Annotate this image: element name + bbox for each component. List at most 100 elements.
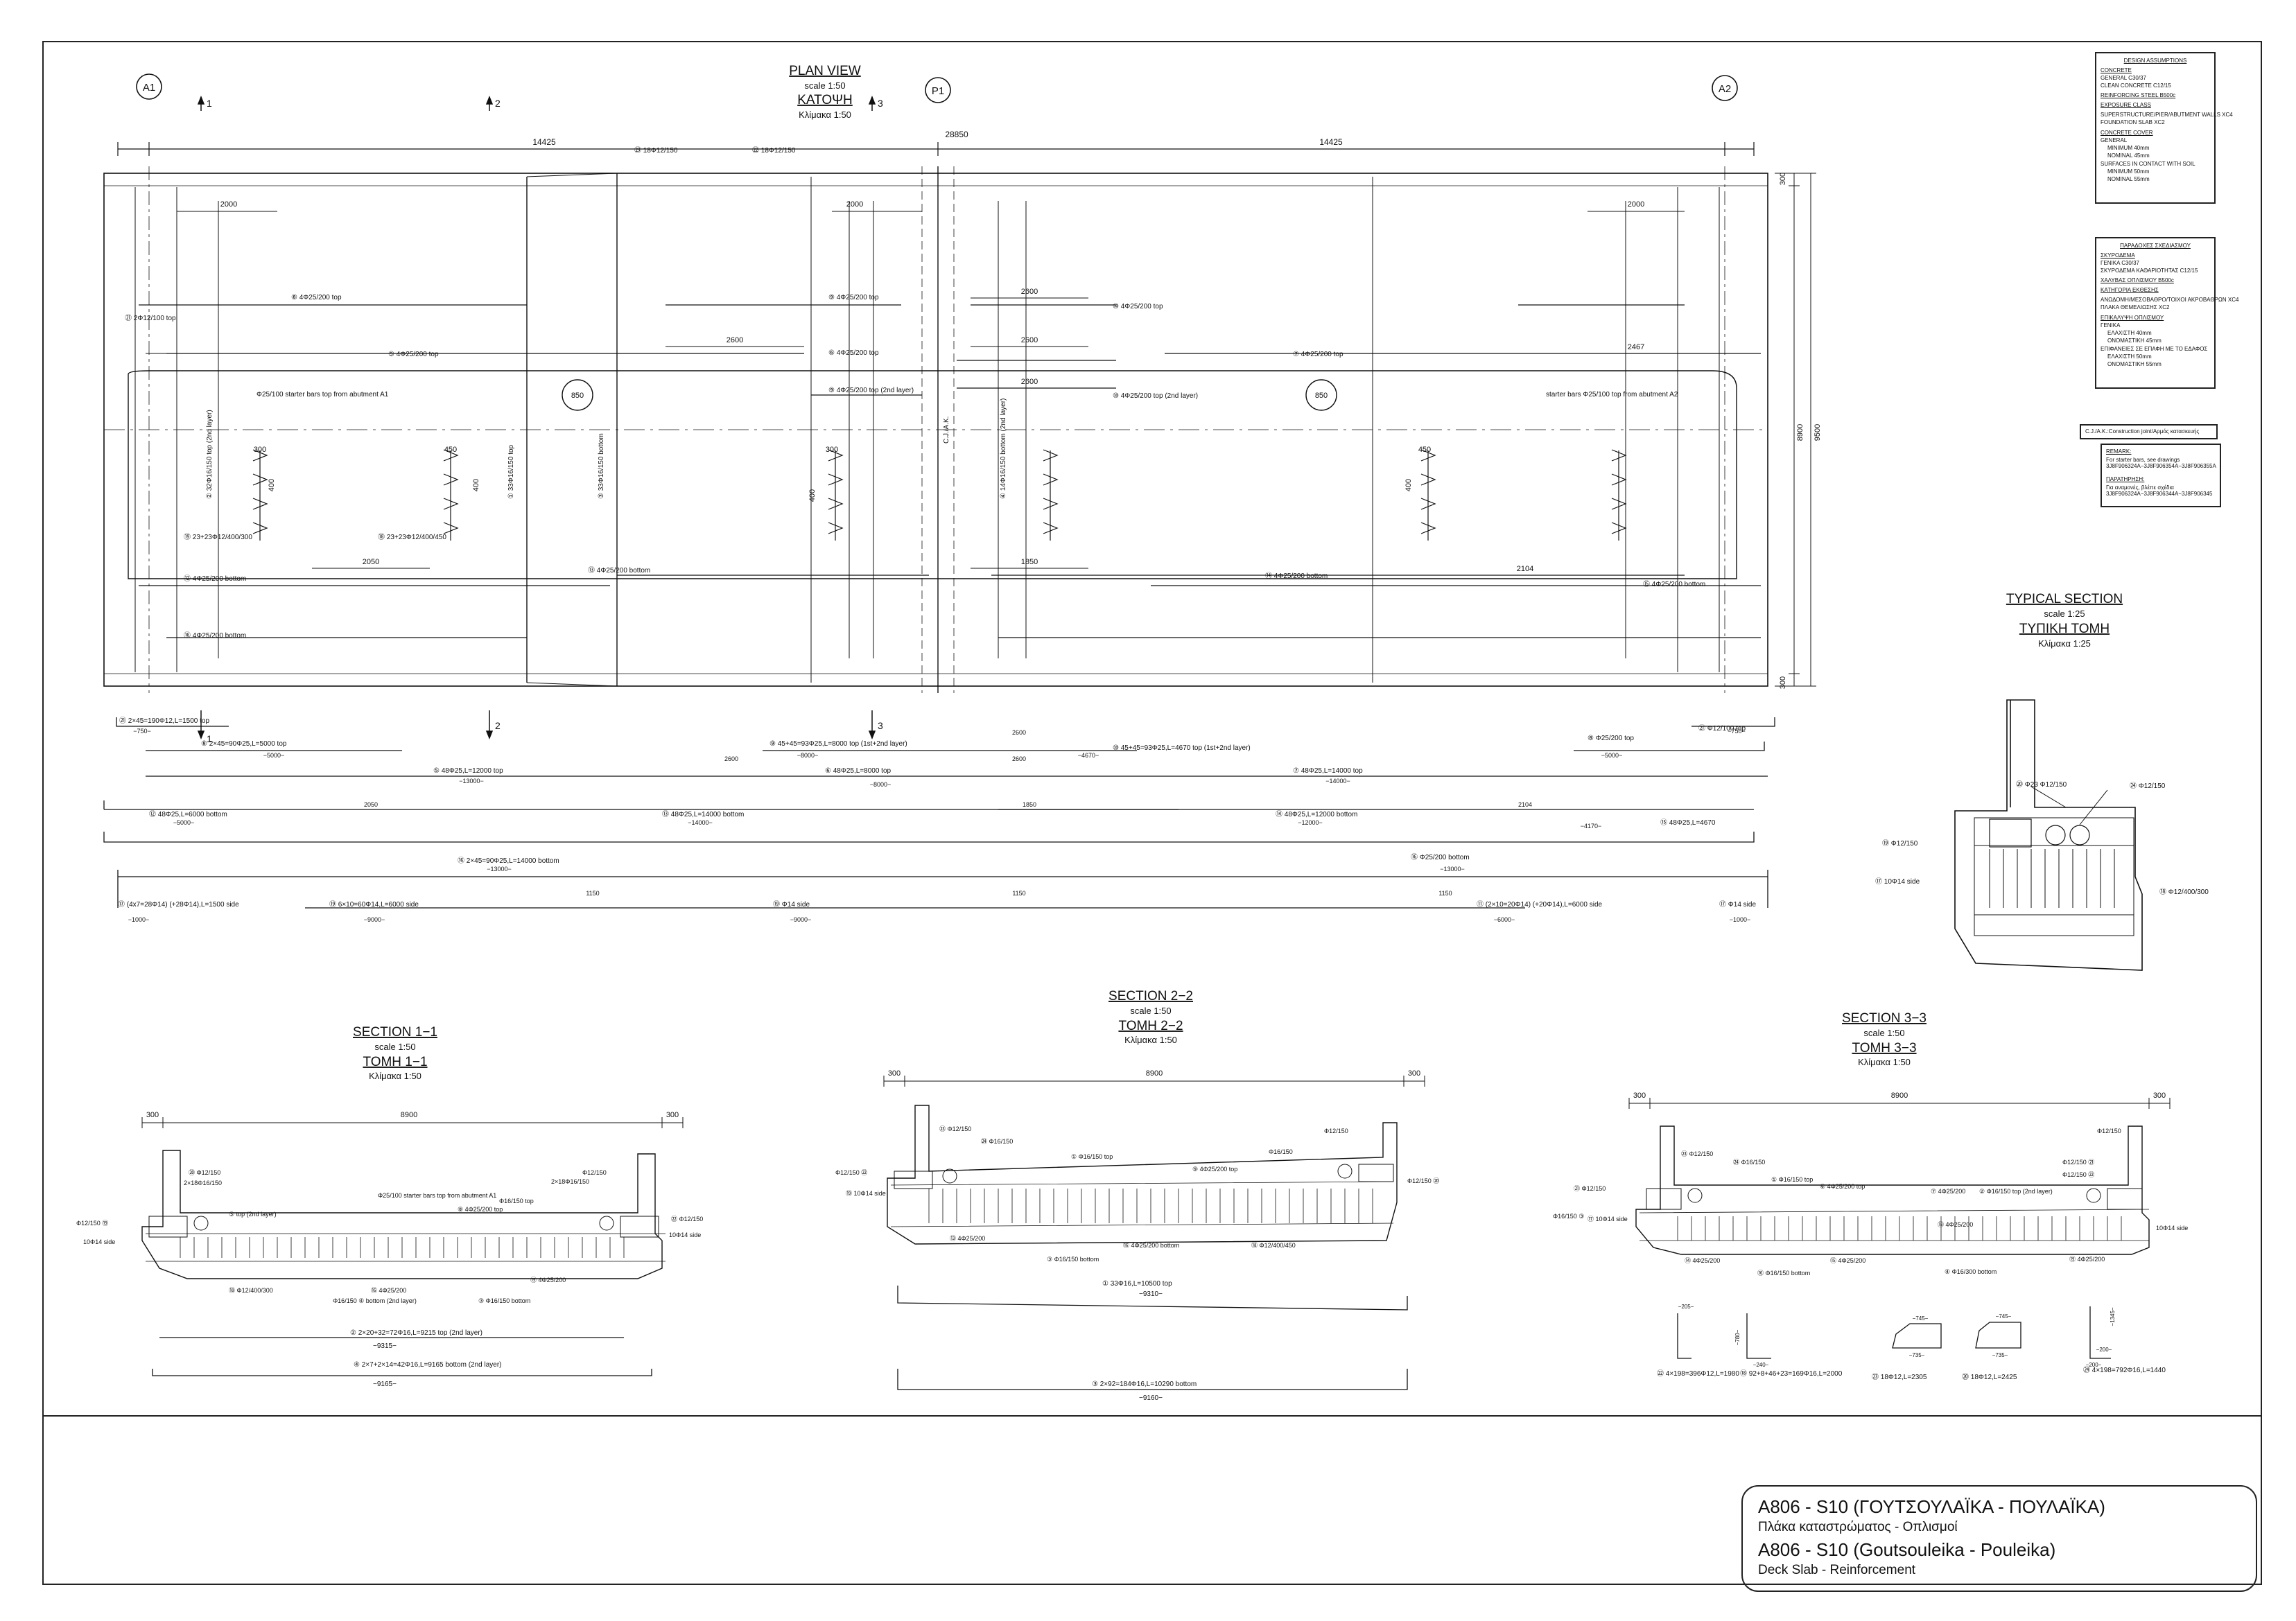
sec3-bar-18: ⑱ 92+8+46+23=169Φ16,L=2000	[1740, 1369, 1843, 1378]
title-line-4: Deck Slab - Reinforcement	[1758, 1563, 1916, 1577]
sec3-dim-span: 8900	[1891, 1092, 1908, 1100]
sec3-label-2: ① Φ16/150 top	[1771, 1176, 1813, 1183]
title-line-2: Πλάκα καταστρώματος - Οπλισμοί	[1758, 1520, 1958, 1534]
dim-width: 8900	[1796, 424, 1804, 441]
sec2-label-8: ⑲ 10Φ14 side	[846, 1190, 886, 1197]
sec1-label-16: ⑮ 4Φ25/200	[530, 1277, 566, 1283]
sched-11: ⑪ (2×10=20Φ14) (+20Φ14),L=6000 side	[1477, 900, 1603, 909]
sec3-label-16: ④ Φ16/300 bottom	[1945, 1268, 1997, 1275]
sec1-bar-4: ④ 2×7+2×14=42Φ16,L=9165 bottom (2nd laye…	[354, 1361, 502, 1369]
sd-16: −9000−	[364, 916, 385, 923]
schedule-dims: −750− −5000− −8000− −4670− −13000− −8000…	[128, 728, 1751, 923]
dim-2104: 2104	[1517, 565, 1533, 573]
sec1-label-4: ⑧ 4Φ25/200 top	[458, 1206, 503, 1213]
sec2-label-3: ⑨ 4Φ25/200 top	[1192, 1166, 1237, 1173]
sd-5: −8000−	[870, 781, 892, 788]
dim-400-a: 400	[268, 479, 276, 491]
da-row-8: GENERAL	[2101, 137, 2128, 143]
sec3-label-5: ② Φ16/150 top (2nd layer)	[1979, 1188, 2053, 1195]
label-bar-21: ㉑ 2Φ12/100 top	[125, 314, 176, 322]
sec1-label-0: ⑳ Φ12/150	[189, 1169, 220, 1176]
sec3-label-18: ⑲ 4Φ25/200	[2069, 1256, 2105, 1263]
sd-19: −1000−	[1730, 916, 1751, 923]
sec2-label-0: ㉓ Φ12/150	[939, 1125, 971, 1132]
sec1-label-5: Φ16/150 top	[499, 1198, 534, 1204]
sec2-label-5: Φ12/150	[1324, 1128, 1348, 1134]
typical-title-gr: ΤΥΠΙΚΗ ΤΟΜΗ	[2019, 622, 2110, 636]
sec2-scale: scale 1:50	[1130, 1006, 1171, 1016]
sec3-label-13: ⑭ 4Φ25/200	[1685, 1257, 1720, 1264]
sd-9: −5000−	[173, 819, 195, 826]
label-bar-13-bottom: ⑬ 4Φ25/200 bottom	[588, 566, 650, 575]
sec3-bar-dim-6: −735−	[1992, 1352, 2008, 1358]
sec3-bar-dim-7: −200−	[2096, 1347, 2112, 1353]
sec3-bar-shapes	[1677, 1306, 2111, 1359]
dim-2000-b: 2000	[846, 200, 863, 209]
sec2-title: SECTION 2−2	[1108, 989, 1193, 1004]
sec1-label-6: 2×18Φ16/150	[551, 1178, 589, 1185]
ga-title: ΠΑΡΑΔΟΧΕΣ ΣΧΕΔΙΑΣΜΟΥ	[2120, 243, 2191, 249]
cut-mark-1-top: 1	[207, 98, 212, 109]
dim-400-c: 400	[808, 489, 817, 502]
dim-edge-top: 300	[1779, 173, 1787, 185]
sec3-bar-24: ㉔ 4×198=792Φ16,L=1440	[2083, 1366, 2166, 1374]
sec3-label-15: ⑮ 4Φ25/200	[1830, 1257, 1866, 1264]
remarks-box: REMARK: For starter bars, see drawings 3…	[2101, 444, 2221, 507]
label-bar-2: ② 32Φ16/150 top (2nd layer)	[206, 410, 214, 499]
typical-label-20-23: ⑳ Φ23 Φ12/150	[2016, 780, 2067, 789]
sec1-label-7: Φ12/150	[582, 1169, 607, 1176]
da-row-5: SUPERSTRUCTURE/PIER/ABUTMENT WALLS XC4	[2101, 112, 2233, 118]
sec3-bar-20: ⑳ 18Φ12,L=2425	[1962, 1373, 2017, 1381]
typical-label-19: ⑲ Φ12/150	[1882, 839, 1918, 848]
sched-9: ⑨ 45+45=93Φ25,L=8000 top (1st+2nd layer)	[769, 740, 907, 748]
label-bar-1: ① 33Φ16/150 top	[507, 444, 515, 499]
da-row-10: NOMINAL 45mm	[2107, 152, 2150, 159]
sec3-label-10: ⑰ 10Φ14 side	[1588, 1216, 1628, 1223]
da-row-9: MINIMUM 40mm	[2107, 145, 2150, 151]
label-starter-a2: starter bars Φ25/100 top from abutment A…	[1546, 391, 1678, 398]
sched-17: ⑰ (4x7=28Φ14) (+28Φ14),L=1500 side	[118, 900, 239, 909]
label-bar-12-bottom: ⑫ 4Φ25/200 bottom	[184, 575, 246, 583]
typical-scale-gr: Κλίμακα 1:25	[2038, 638, 2091, 649]
sec1-scale-gr: Κλίμακα 1:50	[369, 1071, 421, 1081]
label-bar-8-top: ⑧ 4Φ25/200 top	[291, 294, 342, 301]
sd-17: −9000−	[790, 916, 812, 923]
sec1-label-15: ③ Φ16/150 bottom	[478, 1297, 530, 1304]
plan-bar-lines-vertical	[134, 187, 1720, 672]
typical-scale: scale 1:25	[2044, 608, 2085, 619]
dim-1850: 1850	[1021, 558, 1038, 566]
sd-18: −6000−	[1494, 916, 1515, 923]
ga-row-1: ΓΕΝΙΚΑ C30/37	[2101, 260, 2139, 266]
sec2-label-7: Φ12/150 ⑳	[1407, 1177, 1439, 1184]
sec2-label-11: ⑯ 4Φ25/200 bottom	[1123, 1242, 1179, 1249]
sec2-dim-left: 300	[888, 1069, 901, 1078]
sec3-bar-dim-2: −240−	[1753, 1362, 1769, 1368]
typical-label-24: ㉔ Φ12/150	[2130, 782, 2166, 790]
label-bar-10-top: ⑩ 4Φ25/200 top	[1113, 303, 1163, 310]
sec1-label-10: 10Φ14 side	[83, 1238, 115, 1245]
sec3-bar-dim-3: −745−	[1913, 1315, 1929, 1322]
plan-view: PLAN VIEW scale 1:50 ΚΑΤΟΨΗ Κλίμακα 1:50…	[103, 64, 1822, 744]
da-row-6: FOUNDATION SLAB XC2	[2101, 119, 2165, 125]
sec2-scale-gr: Κλίμακα 1:50	[1124, 1035, 1177, 1045]
sd-24: 1850	[1023, 801, 1036, 808]
sec1-dim-line	[141, 1117, 684, 1128]
ga-row-7: ΕΠΙΚΑΛΥΨΗ ΟΠΛΙΣΜΟΥ	[2101, 315, 2164, 321]
sec1-label-14: ⑯ 4Φ25/200	[371, 1287, 406, 1294]
label-bar-16-bottom: ⑯ 4Φ25/200 bottom	[184, 631, 246, 640]
sec3-bar-dim-5: −745−	[1996, 1313, 2012, 1320]
da-row-2: CLEAN CONCRETE C12/15	[2101, 82, 2171, 89]
remark-title-en: REMARK:	[2106, 448, 2132, 455]
da-row-11: SURFACES IN CONTACT WITH SOIL	[2101, 161, 2195, 167]
sd-4: −13000−	[459, 778, 484, 785]
sched-12: ⑫ 48Φ25,L=6000 bottom	[149, 810, 227, 818]
top-dimension-chain	[117, 142, 1755, 156]
circle-850-left: 850	[571, 392, 584, 400]
sd-1: −5000−	[263, 752, 285, 759]
sec2-bar-1: ① 33Φ16,L=10500 top	[1102, 1280, 1172, 1288]
label-bar-19: ⑲ 23+23Φ12/400/300	[184, 533, 252, 541]
sec1-dim-left: 300	[146, 1111, 159, 1119]
label-bar-14-bottom: ⑭ 4Φ25/200 bottom	[1265, 572, 1328, 580]
sec3-title-gr: ΤΟΜΗ 3−3	[1852, 1041, 1916, 1055]
sd-6: −14000−	[1325, 778, 1350, 785]
